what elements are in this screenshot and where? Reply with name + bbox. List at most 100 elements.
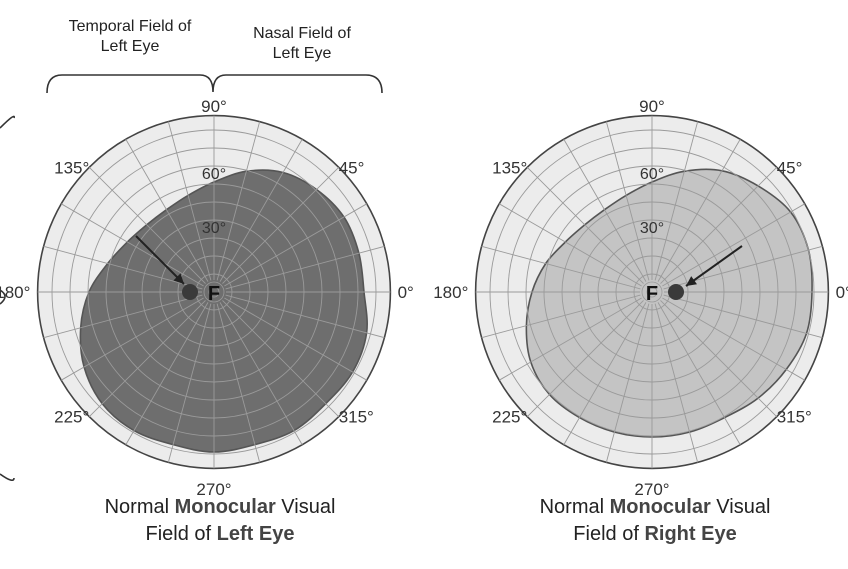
- grid-spoke: [219, 139, 303, 282]
- right-caption-text-d: Field of: [573, 523, 645, 545]
- angle-label-225: 225°: [492, 408, 527, 427]
- grid-spoke: [663, 294, 823, 339]
- grid-spoke: [43, 294, 203, 339]
- left-field-caption: Normal Monocular Visual Field of Left Ey…: [60, 494, 380, 548]
- right-caption-text-a: Normal: [539, 496, 610, 518]
- angle-label-135: 135°: [492, 158, 527, 177]
- grid-spoke: [657, 139, 741, 282]
- grid-spoke: [481, 294, 641, 339]
- right-eye-field: 60° 30° 0° 45° 90° 135° 180° 225° 270° 315° F: [433, 97, 848, 499]
- grid-spoke: [657, 302, 741, 445]
- grid-spoke: [222, 166, 340, 284]
- cropped-brace-top: [0, 115, 16, 129]
- nasal-label-line1: Nasal Field of: [253, 25, 351, 42]
- angle-label-270: 270°: [634, 480, 669, 499]
- grid-spoke: [526, 300, 644, 418]
- ring-label: 30°: [202, 220, 226, 237]
- left-eye-field: 60°30°0°45°90°135°180°225°270°315°F: [0, 97, 414, 499]
- grid-spoke: [660, 300, 778, 418]
- cropped-brace-bottom: [0, 473, 15, 482]
- grid-spoke: [563, 302, 647, 445]
- ring-label: 60°: [640, 166, 664, 183]
- nasal-field-label: Nasal Field of Left Eye: [222, 24, 382, 64]
- angle-label-0: 0°: [836, 283, 848, 302]
- grid-spoke: [605, 121, 650, 281]
- grid-ring-inner: [646, 286, 658, 298]
- grid-spoke: [662, 297, 805, 381]
- grid-spoke: [224, 297, 367, 381]
- grid-spoke: [125, 302, 209, 445]
- left-caption-line2: Field of Left Eye: [60, 521, 380, 548]
- grid-spoke: [499, 203, 642, 287]
- angle-label-90: 90°: [639, 97, 665, 116]
- left-caption-text-a: Normal: [104, 496, 175, 518]
- angle-label-180: 180°: [0, 283, 30, 302]
- angle-label-45: 45°: [777, 158, 803, 177]
- temporal-label-line1: Temporal Field of: [68, 18, 192, 35]
- left-caption-line1: Normal Monocular Visual: [60, 494, 380, 521]
- angle-label-315: 315°: [339, 408, 374, 427]
- angle-label-270: 270°: [196, 480, 231, 499]
- grid-spoke: [222, 300, 340, 418]
- arrow-head: [686, 276, 697, 286]
- angle-label-315: 315°: [777, 408, 812, 427]
- angle-label-180: 180°: [433, 283, 468, 302]
- grid-spoke: [88, 300, 206, 418]
- grid-spoke: [224, 203, 367, 287]
- temporal-label-line2: Left Eye: [100, 38, 160, 55]
- right-caption-text-e: Right Eye: [644, 523, 737, 545]
- grid-spoke: [662, 203, 805, 287]
- angle-label-90: 90°: [201, 97, 227, 116]
- arrow-head: [173, 273, 184, 284]
- angle-label-135: 135°: [54, 158, 89, 177]
- blind-spot-dot: [182, 284, 198, 300]
- grid-spoke: [61, 297, 204, 381]
- grid-spoke: [219, 302, 303, 445]
- grid-spoke: [563, 139, 647, 282]
- grid-spoke: [61, 203, 204, 287]
- right-caption-line2: Field of Right Eye: [495, 521, 815, 548]
- grid-spoke: [526, 166, 644, 284]
- fixation-label: F: [646, 283, 658, 305]
- grid-spoke: [660, 166, 778, 284]
- grid-spoke: [481, 245, 641, 290]
- nasal-label-line2: Left Eye: [272, 45, 332, 62]
- right-caption-text-b: Monocular: [609, 496, 711, 518]
- grid-spoke: [225, 294, 385, 339]
- grid-spoke: [216, 121, 261, 281]
- left-caption-text-e: Left Eye: [216, 523, 295, 545]
- left-caption-text-d: Field of: [145, 523, 217, 545]
- grid-spoke: [167, 121, 212, 281]
- field-bracket: [46, 74, 383, 94]
- grid-spoke: [216, 303, 261, 463]
- ring-label: 30°: [640, 220, 664, 237]
- right-field-caption: Normal Monocular Visual Field of Right E…: [495, 494, 815, 548]
- left-caption-text-c: Visual: [275, 496, 336, 518]
- grid-spoke: [605, 303, 650, 463]
- grid-spoke: [654, 303, 699, 463]
- ring-label: 60°: [202, 166, 226, 183]
- grid-spoke: [43, 245, 203, 290]
- grid-spoke: [225, 245, 385, 290]
- angle-label-45: 45°: [339, 158, 365, 177]
- temporal-field-label: Temporal Field of Left Eye: [45, 17, 215, 57]
- left-caption-text-b: Monocular: [174, 496, 276, 518]
- fixation-label: F: [208, 283, 220, 305]
- grid-spoke: [125, 139, 209, 282]
- grid-spoke: [499, 297, 642, 381]
- grid-spoke: [167, 303, 212, 463]
- grid-spoke: [88, 166, 206, 284]
- blind-spot-arrow: [685, 245, 743, 287]
- blind-spot-dot: [668, 284, 684, 300]
- right-caption-text-c: Visual: [710, 496, 771, 518]
- grid-ring-inner: [203, 281, 225, 303]
- grid-ring-inner: [641, 281, 663, 303]
- grid-spoke: [654, 121, 699, 281]
- blind-spot-arrow: [135, 235, 185, 285]
- grid-ring-inner: [208, 286, 220, 298]
- cropped-brace-middle: [0, 289, 6, 305]
- right-caption-line1: Normal Monocular Visual: [495, 494, 815, 521]
- angle-label-0: 0°: [398, 283, 414, 302]
